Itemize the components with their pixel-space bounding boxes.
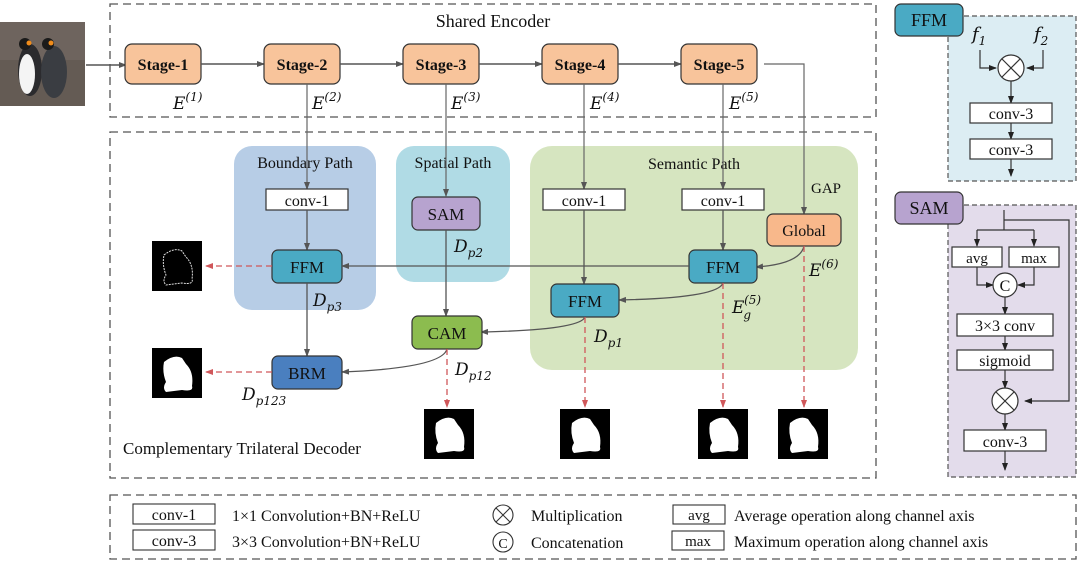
encoder-feature-label: E(3) [450, 90, 481, 114]
dp2-label: Dp2 [453, 237, 483, 260]
ffm-multiply-icon [997, 54, 1025, 82]
stage-2-block: Stage-2 [263, 43, 341, 85]
shared-encoder-title: Shared Encoder [436, 11, 550, 31]
dp12-label: Dp12 [454, 360, 492, 383]
input-image [0, 22, 85, 106]
legend-item-conv1: conv-1 1×1 Convolution+BN+ReLU [132, 503, 421, 525]
semantic-path-title: Semantic Path [648, 156, 740, 173]
sam-conv3x3-label: 3×3 conv [975, 318, 1035, 335]
svg-text:max: max [685, 534, 711, 550]
stage-4-block: Stage-4 [541, 43, 619, 85]
stage-1-block: Stage-1 [124, 43, 202, 85]
boundary-prediction-map [152, 241, 202, 291]
e6-prediction-map [778, 409, 828, 459]
stage-label: Stage-4 [555, 57, 606, 74]
gap-label: GAP [811, 181, 841, 197]
ffm-detail-title: FFM [911, 10, 947, 30]
svg-text:Maximum operation along channe: Maximum operation along channel axis [734, 534, 988, 551]
svg-text:avg: avg [688, 508, 710, 524]
brm-label: BRM [288, 364, 326, 383]
sam-avg-label: avg [966, 251, 988, 267]
legend-item-multiplication: Multiplication [492, 504, 623, 526]
stage-label: Stage-2 [277, 57, 328, 74]
prediction-arrows [205, 246, 807, 408]
final-prediction-map [152, 348, 202, 398]
legend-item-concatenation: C Concatenation [492, 531, 623, 553]
sam-detail-title: SAM [909, 198, 948, 218]
ffm-conv3-a-label: conv-3 [989, 106, 1033, 123]
dp1-label: Dp1 [593, 327, 623, 350]
spatial-path-title: Spatial Path [415, 155, 492, 172]
shared-encoder-box [109, 3, 877, 118]
svg-text:C: C [498, 537, 507, 552]
e6-label: E(6) [808, 257, 839, 281]
dp1-prediction-map [560, 409, 610, 459]
encoder-feature-label: E(4) [589, 90, 620, 114]
semantic-conv1-a-label: conv-1 [562, 193, 606, 210]
semantic-conv1-b-label: conv-1 [701, 193, 745, 210]
legend-item-avg: avg Average operation along channel axis [672, 504, 975, 525]
dp123-label: Dp123 [241, 385, 287, 408]
boundary-ffm-label: FFM [290, 258, 324, 277]
sam-concat-label: C [1000, 278, 1011, 295]
ffm-detail-title-block [894, 3, 964, 37]
concat-icon [492, 531, 514, 553]
sam-max-label: max [1021, 251, 1047, 267]
dp12-prediction-map [424, 409, 474, 459]
ffm-conv3-b-label: conv-3 [989, 142, 1033, 159]
stage-label: Stage-5 [694, 57, 745, 74]
legend-item-conv3: conv-3 3×3 Convolution+BN+ReLU [132, 529, 421, 551]
legend-item-max: max Maximum operation along channel axis [671, 530, 988, 551]
encoder-feature-label: E(1) [172, 90, 203, 114]
sam-multiply-icon [991, 387, 1019, 415]
global-label: Global [782, 223, 826, 240]
dp3-label: Dp3 [312, 291, 342, 314]
svg-text:conv-3: conv-3 [152, 533, 196, 550]
stage-label: Stage-1 [138, 57, 189, 74]
spatial-sam-label: SAM [428, 205, 465, 224]
eg5-label: Eg(5) [731, 293, 761, 322]
svg-text:Average operation along chann: Average operation along channel axis [734, 508, 975, 525]
decoder-box [109, 131, 877, 479]
encoder-feature-label: E(2) [311, 90, 342, 114]
boundary-conv1-label: conv-1 [285, 193, 329, 210]
svg-text:3×3 Convolution+BN+ReLU: 3×3 Convolution+BN+ReLU [232, 534, 421, 551]
legend-box [109, 494, 1077, 560]
sam-detail-title-block [894, 191, 964, 225]
eg5-prediction-map [698, 409, 748, 459]
encoder-feature-label: E(5) [728, 90, 759, 114]
svg-text:1×1 Convolution+BN+ReLU: 1×1 Convolution+BN+ReLU [232, 508, 421, 525]
semantic-ffm-a-label: FFM [568, 292, 602, 311]
cam-label: CAM [428, 324, 467, 343]
sam-sigmoid-label: sigmoid [979, 353, 1031, 370]
stage-3-block: Stage-3 [402, 43, 480, 85]
stage-5-block: Stage-5 [680, 43, 758, 85]
decoder-title: Complementary Trilateral Decoder [123, 439, 361, 458]
stage-label: Stage-3 [416, 57, 467, 74]
semantic-ffm-b-label: FFM [706, 258, 740, 277]
svg-text:conv-1: conv-1 [152, 507, 196, 524]
svg-text:Concatenation: Concatenation [531, 535, 623, 552]
svg-text:Multiplication: Multiplication [531, 508, 623, 525]
boundary-path-title: Boundary Path [257, 155, 353, 172]
sam-conv3-label: conv-3 [983, 434, 1027, 451]
